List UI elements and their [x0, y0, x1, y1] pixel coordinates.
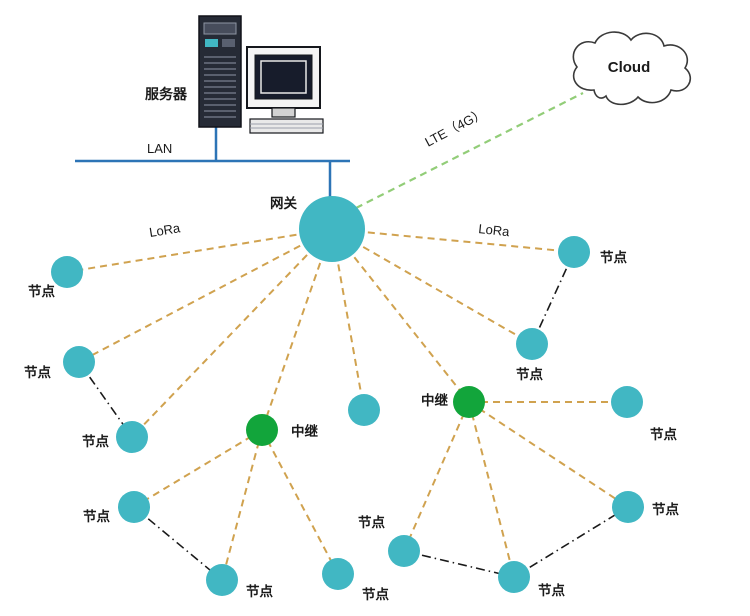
relay-circle-relay1 [246, 414, 278, 446]
node-circle-n1 [51, 256, 83, 288]
server-led-panel [205, 39, 218, 47]
node-circle-n3 [116, 421, 148, 453]
edge-gateway-n1 [66, 228, 333, 273]
edge-relay1-n5 [221, 429, 263, 581]
edge-relay2-n10 [468, 401, 629, 508]
labels: 服务器 Cloud LAN LoRa LoRa LTE（4G） 网关中继中继节点… [24, 59, 680, 602]
node-circle-n11 [611, 386, 643, 418]
node-circle-n4 [118, 491, 150, 523]
edge-gateway-n13 [331, 228, 575, 253]
lora-right-label: LoRa [478, 221, 511, 239]
server-panel [222, 39, 235, 47]
n4-label: 节点 [83, 508, 110, 524]
n10-label: 节点 [652, 501, 680, 517]
node-circle-n2 [63, 346, 95, 378]
edge-n9-n10 [513, 506, 629, 578]
n2-label: 节点 [24, 364, 51, 380]
keyboard-rows [250, 123, 323, 129]
edge-relay2-n9 [468, 401, 515, 578]
server-grille [204, 56, 236, 118]
monitor-screen-window [260, 60, 307, 94]
gateway-circle-gateway [299, 196, 365, 262]
lte-label: LTE（4G） [422, 105, 488, 149]
edge-gateway-relay2 [331, 228, 470, 403]
gateway-label: 网关 [270, 195, 297, 211]
edge-n8-n9 [403, 550, 515, 578]
edge-gateway-n12 [331, 228, 533, 345]
edge-relay1-n7 [261, 429, 339, 575]
n11-label: 节点 [650, 426, 678, 442]
server-drive-bay [203, 22, 237, 35]
edge-gateway-n3 [131, 228, 333, 438]
n3-label: 节点 [82, 433, 109, 449]
server-label: 服务器 [145, 86, 188, 102]
node-circle-n10 [612, 491, 644, 523]
edge-relay2-n8 [403, 401, 470, 552]
node-circle-n5 [206, 564, 238, 596]
lte-link-line [355, 92, 584, 209]
node-circle-n8 [388, 535, 420, 567]
n9-label: 节点 [538, 582, 566, 598]
lora-left-label: LoRa [148, 220, 182, 240]
n13-label: 节点 [600, 249, 628, 265]
server-icon [198, 15, 324, 134]
node-circle-n7 [322, 558, 354, 590]
relay-circle-relay2 [453, 386, 485, 418]
keyboard [249, 118, 324, 134]
n5-label: 节点 [246, 583, 273, 599]
relay1-label: 中继 [291, 423, 318, 439]
relay2-label: 中继 [421, 392, 448, 408]
lan-lines [75, 127, 350, 198]
n12-label: 节点 [516, 366, 544, 382]
node-circle-n13 [558, 236, 590, 268]
cloud-label: Cloud [608, 59, 651, 76]
edge-gateway-n2 [78, 228, 333, 363]
n7-label: 节点 [362, 586, 389, 602]
n8-label: 节点 [358, 514, 385, 530]
edges [66, 228, 629, 581]
node-circle-n12 [516, 328, 548, 360]
n1-label: 节点 [28, 283, 55, 299]
edge-n4-n5 [133, 506, 223, 581]
edge-n13-n12 [531, 251, 575, 345]
monitor-stand [271, 107, 296, 118]
lan-label: LAN [147, 141, 172, 156]
node-circle-n6 [348, 394, 380, 426]
monitor-screen [254, 54, 313, 100]
cloud-outline [572, 31, 691, 106]
node-circle-n9 [498, 561, 530, 593]
edge-relay1-n4 [133, 429, 263, 508]
nodes [51, 196, 644, 596]
cloud-shape [572, 31, 691, 106]
